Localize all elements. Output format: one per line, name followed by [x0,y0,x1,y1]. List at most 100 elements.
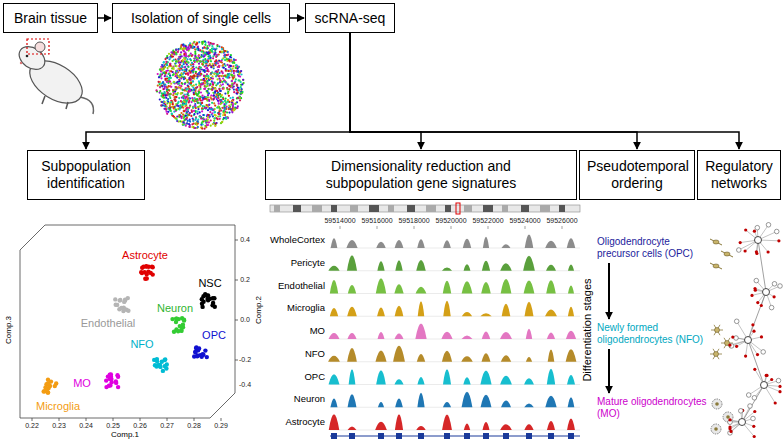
cell-dot [177,83,179,85]
cell-dot [194,105,196,107]
cell-dot [186,63,188,65]
coverage-peak [328,266,339,271]
coordinate-tick [340,226,341,229]
cell-dot [237,97,239,99]
cell-dot [221,121,223,123]
coverage-peak [378,402,384,407]
cell-dot [224,50,226,52]
cell-dot [212,47,214,49]
cell-dot [193,74,195,76]
coverage-peak [462,312,472,316]
cell-dot [197,76,199,78]
coverage-peak [393,346,405,362]
cell-dot [223,103,225,105]
cell-dot [177,58,179,60]
cell-dot [202,60,204,62]
cell-dot [216,54,218,56]
cell-dot [192,120,194,122]
cell-dot [187,62,189,64]
cell-dot [184,82,186,84]
coverage-peak [443,402,451,407]
cell-dot [211,98,213,100]
cell-dot [231,84,233,86]
cell-dot [180,92,182,94]
cell-dot [189,90,191,92]
cell-dot [180,74,182,76]
node-text: Newly formed oligodendrocytes (NFO) [597,322,707,346]
cell-dot [171,113,173,115]
coverage-peak [525,235,534,248]
cell-point [212,296,216,300]
cell-dot [226,58,228,60]
gene-exon [464,433,470,439]
cell-point [203,292,207,296]
cell-dot [173,89,175,91]
cell-dot [197,102,199,104]
cell-dot [225,118,227,120]
cell-dot [175,62,177,64]
cell-dot [208,41,210,43]
cell-dot [162,81,164,83]
ideogram-band [407,205,415,212]
cell-dot [167,87,169,89]
cell-dot [192,87,194,89]
cell-dot [169,64,171,66]
cell-dot [189,97,191,99]
cell-dot [201,51,203,53]
cell-dot [203,78,205,80]
connector [350,33,739,149]
cell-dot [228,70,230,72]
cell-dot [189,105,191,107]
cell-dot [203,69,205,71]
cell-dot [217,118,219,120]
cell-dot [173,73,175,75]
cell-dot [217,96,219,98]
network-gene [728,431,733,436]
cell-dot [231,100,233,102]
cell-dot [208,43,210,45]
axis-tick [167,418,168,421]
cell-dot [201,63,203,65]
cell-dot [218,65,220,67]
cell-dot [216,94,218,96]
cell-dot [192,70,194,72]
coverage-peak [441,332,452,339]
cell-point [151,265,155,269]
cell-dot [234,108,236,110]
cell-dot [173,98,175,100]
cell-dot [195,84,197,86]
cell-dot [228,59,230,61]
cell-dot [206,67,208,69]
cell-dot [188,88,190,90]
cell-dot [197,68,199,70]
opc-cell [724,252,730,256]
cell-dot [177,48,179,50]
cell-dot [214,87,216,89]
cell-dot [171,113,173,115]
cell-dot [215,62,217,64]
coverage-peak [547,421,555,430]
cell-dot [191,54,193,56]
cell-dot [208,121,210,123]
cell-dot [205,67,207,69]
cell-dot [228,88,230,90]
cell-dot [160,77,162,79]
cell-dot [168,80,170,82]
coordinate-tick [488,226,489,229]
cell-dot [235,67,237,69]
network-regulator [753,410,756,413]
cell-dot [233,109,235,111]
cell-dot [205,42,207,44]
cell-dot [222,77,224,79]
cell-dot [221,102,223,104]
network-regulator [767,250,770,253]
coverage-peak [348,394,357,407]
cell-dot [197,45,199,47]
coverage-peak [482,261,490,271]
cell-point [164,366,168,370]
cell-dot [222,114,224,116]
cell-dot [193,92,195,94]
cell-dot [217,83,219,85]
coverage-peak [524,424,533,430]
cell-dot [206,90,208,92]
